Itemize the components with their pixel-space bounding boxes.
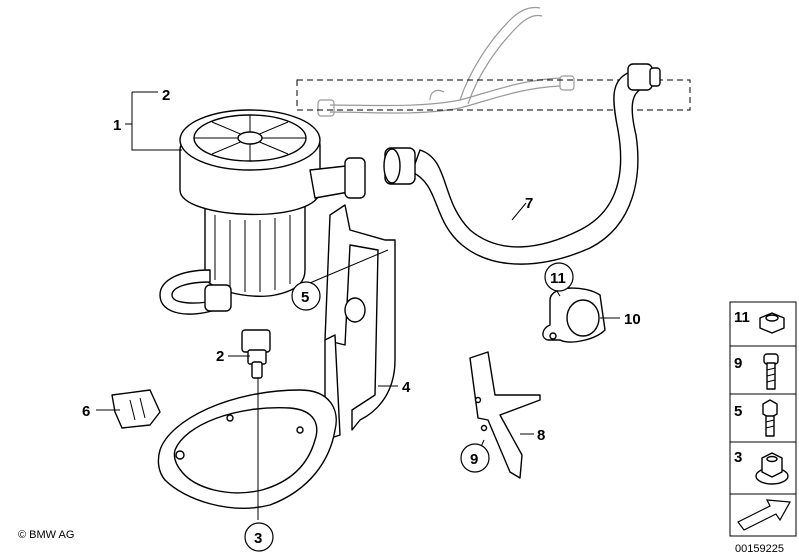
callout-2-pump: 2 (162, 87, 170, 104)
air-pump (159, 109, 366, 315)
nut-icon (759, 312, 785, 334)
callout-2-sensor: 2 (216, 348, 224, 365)
callout-7: 7 (525, 195, 533, 212)
parts-legend: 11 9 5 3 (729, 301, 797, 537)
legend-num-5: 5 (734, 403, 742, 420)
bracket-small (469, 351, 541, 479)
callout-9-circle (460, 443, 490, 473)
legend-num-11: 11 (734, 309, 750, 326)
callout-8: 8 (537, 427, 545, 444)
arrow-icon (737, 499, 791, 531)
diagram-number: 00159225 (735, 543, 784, 555)
sensor (241, 329, 271, 379)
bolt-short-icon (762, 399, 778, 437)
callout-6: 6 (82, 403, 90, 420)
callout-4: 4 (402, 379, 411, 396)
callout-11-circle (544, 262, 574, 292)
callout-5-circle (291, 281, 321, 311)
callout-10: 10 (624, 311, 641, 328)
copyright-text: © BMW AG (18, 529, 74, 541)
leader-lines (96, 91, 620, 520)
callout-11: 11 (550, 270, 566, 287)
callout-9: 9 (470, 451, 478, 468)
clip (111, 389, 161, 429)
legend-num-9: 9 (734, 355, 742, 372)
dashed-frame (296, 79, 691, 111)
callout-3-circle (244, 522, 274, 552)
callout-1: 1 (113, 117, 121, 134)
bracket (157, 204, 396, 509)
legend-num-3: 3 (734, 449, 742, 466)
hose-assembly-ghost (317, 6, 575, 117)
callout-5: 5 (301, 289, 309, 306)
flange-nut-icon (755, 452, 789, 485)
callouts: 1 2 2 6 4 7 8 10 5 3 9 11 (82, 87, 641, 552)
bolt-long-icon (763, 353, 779, 390)
clamp (542, 287, 606, 343)
callout-3: 3 (254, 530, 262, 547)
hose (383, 63, 661, 265)
